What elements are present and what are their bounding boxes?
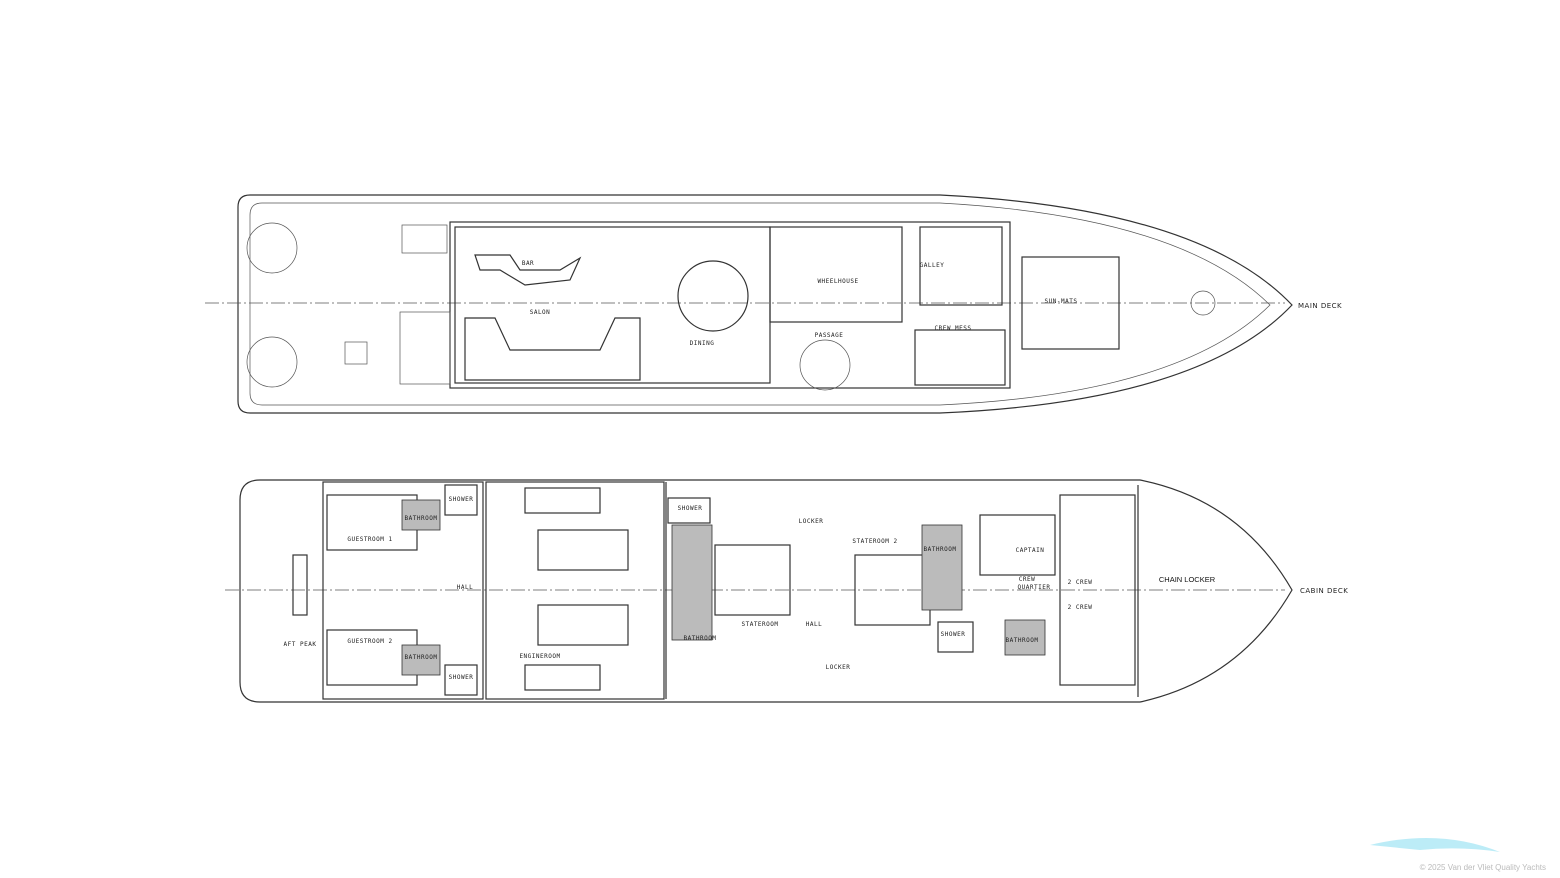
label-stateroom: STATEROOM bbox=[741, 621, 778, 628]
salon-area bbox=[454, 226, 771, 384]
label-bathroom-master: BATHROOM bbox=[684, 635, 717, 642]
label-sun-mats: SUN-MATS bbox=[1045, 298, 1078, 305]
label-bathroom-guest-2: BATHROOM bbox=[405, 654, 438, 661]
label-hall-fwd: HALL bbox=[806, 621, 822, 628]
label-wheelhouse: WHEELHOUSE bbox=[817, 278, 858, 285]
label-2-crew-a: 2 CREW bbox=[1068, 579, 1093, 586]
label-bathroom-guest-1: BATHROOM bbox=[405, 515, 438, 522]
label-passage: PASSAGE bbox=[815, 332, 844, 339]
spiral-stair bbox=[799, 339, 851, 391]
label-crew-quartier-2: QUARTIER bbox=[1018, 584, 1051, 591]
galley-room bbox=[919, 226, 1003, 306]
watermark-wave-logo bbox=[1370, 837, 1500, 852]
aft-peak-hatch bbox=[292, 554, 308, 616]
label-crew-mess: CREW MESS bbox=[934, 325, 971, 332]
label-galley: GALLEY bbox=[920, 262, 945, 269]
aft-stair-starboard bbox=[246, 336, 298, 388]
label-bar: BAR bbox=[522, 260, 534, 267]
label-chain-locker: CHAIN LOCKER bbox=[1159, 575, 1216, 584]
captain-cabin bbox=[979, 514, 1056, 576]
shower-guest-2-room bbox=[444, 664, 478, 696]
cabin-deck-plan: AFT PEAK GUESTROOM 1 GUESTROOM 2 BATHROO… bbox=[225, 479, 1348, 703]
generator-2 bbox=[524, 664, 601, 691]
engine-starboard bbox=[537, 604, 629, 646]
crew-cabins bbox=[1059, 494, 1136, 686]
label-bathroom-crew: BATHROOM bbox=[1006, 637, 1039, 644]
label-aft-peak: AFT PEAK bbox=[284, 641, 317, 648]
bathroom-master-floor bbox=[671, 524, 713, 641]
label-shower-stateroom-2: SHOWER bbox=[941, 631, 966, 638]
label-shower-guest-1: SHOWER bbox=[449, 496, 474, 503]
label-shower-guest-2: SHOWER bbox=[449, 674, 474, 681]
main-deck-plan: BAR SALON DINING WHEELHOUSE PASSAGE GALL… bbox=[205, 194, 1342, 414]
dining-table bbox=[677, 260, 749, 332]
main-deck-hull-inner bbox=[249, 202, 1271, 406]
bathroom-stateroom-2-floor bbox=[921, 524, 963, 611]
cabin-deck-hull bbox=[239, 479, 1293, 703]
label-2-crew-b: 2 CREW bbox=[1068, 604, 1093, 611]
shower-stateroom-2-room bbox=[937, 621, 974, 653]
engine-port bbox=[537, 529, 629, 571]
aft-stair-port bbox=[246, 222, 298, 274]
bar-counter bbox=[474, 254, 582, 286]
label-locker-2: LOCKER bbox=[826, 664, 851, 671]
label-hall-aft: HALL bbox=[457, 584, 473, 591]
salon-sofa bbox=[464, 317, 641, 381]
bathroom-guest-2-floor bbox=[401, 644, 441, 676]
label-dining: DINING bbox=[690, 340, 715, 347]
sun-mats-area bbox=[1021, 256, 1120, 350]
main-deck-hull bbox=[237, 194, 1293, 414]
aft-sofa bbox=[399, 311, 451, 385]
guest-area bbox=[322, 481, 484, 700]
shower-master-room bbox=[667, 497, 711, 524]
aft-stairs bbox=[401, 224, 448, 254]
label-guestroom-1: GUESTROOM 1 bbox=[347, 536, 392, 543]
shower-guest-1-room bbox=[444, 484, 478, 516]
bathroom-guest-1-floor bbox=[401, 499, 441, 531]
label-engineroom: ENGINEROOM bbox=[519, 653, 560, 660]
label-guestroom-2: GUESTROOM 2 bbox=[347, 638, 392, 645]
superstructure bbox=[449, 221, 1011, 389]
master-bed bbox=[714, 544, 791, 616]
main-deck-title: MAIN DECK bbox=[1298, 302, 1342, 310]
hatch bbox=[344, 341, 368, 365]
cabin-deck-title: CABIN DECK bbox=[1300, 587, 1348, 595]
crew-mess-room bbox=[914, 329, 1006, 386]
label-crew-quartier-1: CREW bbox=[1019, 576, 1035, 583]
label-shower-master: SHOWER bbox=[678, 505, 703, 512]
generator-1 bbox=[524, 487, 601, 514]
label-bathroom-stateroom-2: BATHROOM bbox=[924, 546, 957, 553]
engineroom-area bbox=[485, 481, 665, 700]
label-captain: CAPTAIN bbox=[1016, 547, 1045, 554]
label-stateroom-2: STATEROOM 2 bbox=[852, 538, 897, 545]
bathroom-crew-floor bbox=[1004, 619, 1046, 656]
label-locker-1: LOCKER bbox=[799, 518, 824, 525]
anchor-winch bbox=[1190, 290, 1216, 316]
watermark-text: © 2025 Van der Vliet Quality Yachts bbox=[1419, 863, 1546, 872]
label-salon: SALON bbox=[530, 309, 551, 316]
wheelhouse-room bbox=[769, 226, 903, 323]
